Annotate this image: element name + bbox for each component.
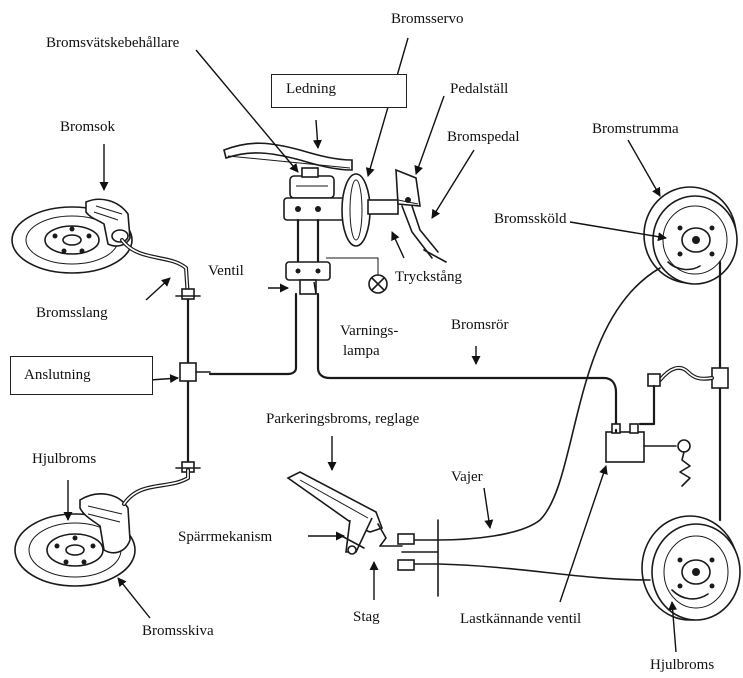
master-to-valve-lines — [296, 218, 320, 264]
label-pedalstall: Pedalställ — [450, 81, 509, 97]
master-cylinder — [283, 197, 347, 221]
label-ventil: Ventil — [208, 263, 244, 279]
label-hjulbroms-right: Hjulbroms — [650, 657, 715, 673]
front-left-brake-hose — [120, 238, 190, 300]
rear-left-brake-hose — [122, 468, 190, 506]
pressure-valve — [285, 261, 331, 295]
label-bromstrumma: Bromstrumma — [592, 121, 679, 137]
label-varningslampa-line1: Varnings- — [340, 323, 399, 339]
anslutning-label-box — [10, 356, 153, 395]
left-brake-line — [175, 288, 211, 473]
label-bromsror: Bromsrör — [451, 317, 509, 333]
ledning-label-box — [271, 74, 407, 108]
parking-brake-lever — [286, 471, 403, 555]
load-sensing-valve — [605, 423, 691, 487]
label-bromsvatskebehallare: Bromsvätskebehållare — [46, 35, 180, 51]
label-parkeringsbroms: Parkeringsbroms, reglage — [266, 411, 420, 427]
label-bromspedal: Bromspedal — [447, 129, 520, 145]
label-bromsskiva: Bromsskiva — [142, 623, 214, 639]
firewall-panel — [223, 142, 353, 171]
right-front-drum-brake — [643, 186, 738, 285]
label-ledning: Ledning — [286, 81, 336, 97]
label-bromsskold: Bromssköld — [494, 211, 567, 227]
label-tryckstang: Tryckstång — [395, 269, 462, 285]
label-lastkannande-ventil: Lastkännande ventil — [460, 611, 582, 627]
brake-servo — [341, 173, 399, 247]
parking-brake-cables — [397, 267, 661, 597]
label-sparrmekanism: Spärrmekanism — [178, 529, 273, 545]
label-hjulbroms-left: Hjulbroms — [32, 451, 97, 467]
label-bromsok: Bromsok — [60, 119, 116, 135]
label-anslutning: Anslutning — [24, 367, 91, 383]
rear-left-caliper — [79, 493, 131, 554]
warning-lamp — [326, 257, 388, 294]
label-varningslampa-line2: lampa — [343, 343, 380, 359]
pedal-assembly — [395, 168, 447, 263]
label-stag: Stag — [353, 609, 380, 625]
front-left-caliper — [85, 198, 131, 247]
main-brake-lines — [208, 292, 618, 432]
rear-brake-lines — [614, 260, 729, 522]
front-left-brake-disc — [11, 206, 133, 274]
brake-fluid-reservoir — [289, 167, 335, 199]
label-vajer: Vajer — [451, 469, 483, 485]
rear-right-drum-brake — [641, 515, 741, 621]
label-bromsslang: Bromsslang — [36, 305, 108, 321]
label-bromsservo: Bromsservo — [391, 11, 464, 27]
